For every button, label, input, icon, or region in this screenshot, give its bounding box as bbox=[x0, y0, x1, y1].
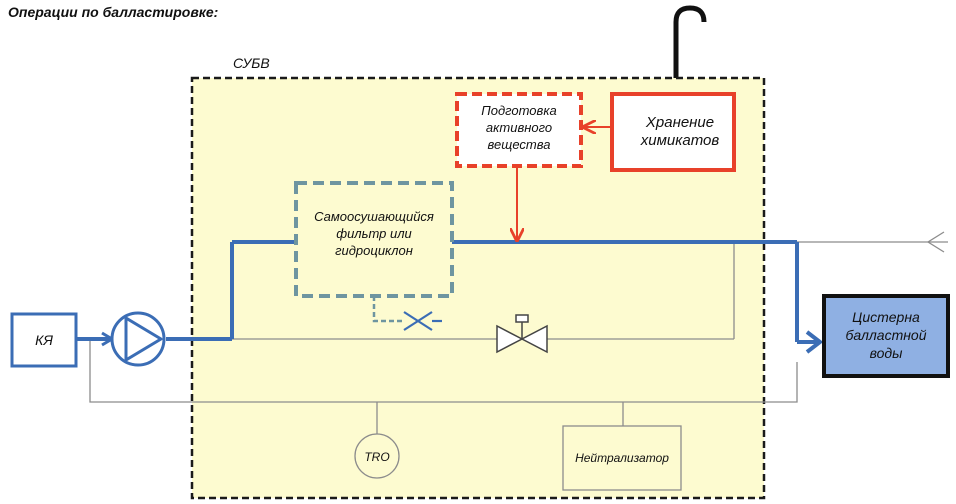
backflush-line bbox=[372, 296, 404, 323]
bypass-valve-icon bbox=[496, 314, 548, 354]
neutralizer-label: Нейтрализатор bbox=[575, 451, 669, 465]
filter-label-2: фильтр или bbox=[336, 226, 412, 241]
active-substance-box bbox=[455, 92, 583, 168]
intake-hook-pipe bbox=[673, 5, 707, 98]
filter-label-3: гидроциклон bbox=[335, 243, 413, 258]
active-substance-label-3: вещества bbox=[488, 137, 551, 152]
system-label: СУБВ bbox=[233, 55, 270, 71]
thin-lines bbox=[77, 241, 948, 435]
sea-chest-label: КЯ bbox=[35, 332, 53, 348]
pump-icon bbox=[110, 311, 166, 367]
filter-label-1: Самоосушающийся bbox=[314, 209, 434, 224]
tank-inlet-arrow-icon bbox=[805, 330, 824, 354]
sea-chest-box bbox=[10, 312, 78, 368]
active-substance-label-1: Подготовка bbox=[481, 103, 556, 118]
ballast-tank-label-3: воды bbox=[870, 345, 904, 361]
tro-sensor bbox=[354, 433, 400, 479]
discharge-arrow-icon bbox=[926, 231, 945, 253]
ballast-tank-box bbox=[822, 294, 950, 378]
tro-label: TRO bbox=[364, 450, 389, 464]
backflush-valve-icon bbox=[403, 311, 442, 331]
active-substance-label-2: активного bbox=[486, 120, 552, 135]
chemical-storage-label-2: химикатов bbox=[640, 132, 720, 149]
ballast-tank-label-1: Цистерна bbox=[852, 309, 920, 325]
chemical-storage-box bbox=[610, 92, 736, 172]
main-pipes bbox=[77, 240, 820, 344]
ballast-tank-label-2: балластной bbox=[845, 327, 926, 343]
chemical-storage-label-1: Хранение bbox=[645, 114, 714, 131]
page-heading: Операции по балластировке: bbox=[8, 4, 218, 20]
neutralizer-box bbox=[562, 425, 682, 491]
